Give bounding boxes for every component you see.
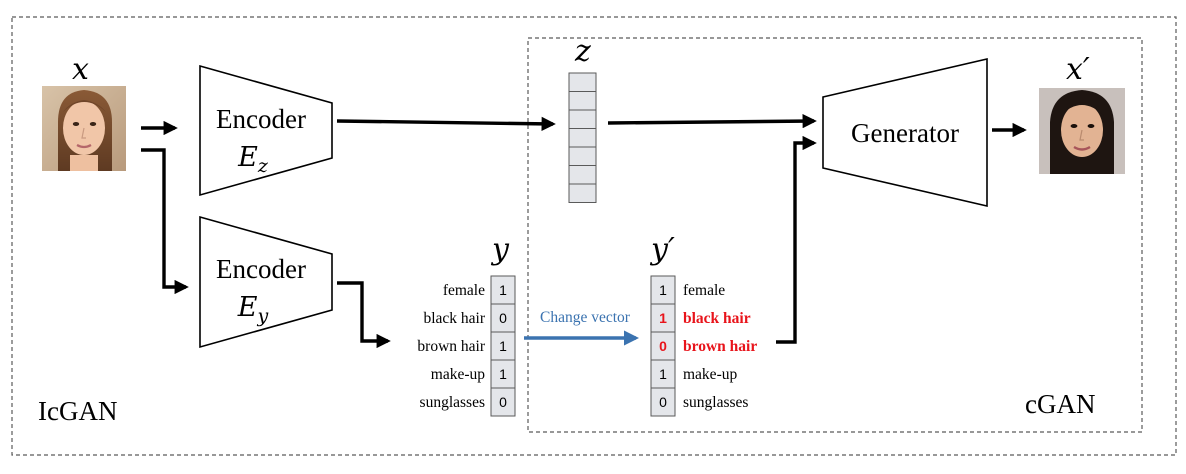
y-attribute-label: brown hair <box>417 338 485 355</box>
y-attribute-cell <box>490 359 516 389</box>
arrow-z-to-generator <box>607 113 817 129</box>
icgan-frame <box>11 16 1177 456</box>
encoder-z-title: Encoder <box>216 104 306 134</box>
arrow-encoder-z-to-z <box>336 116 556 131</box>
y-prime-attribute-value: 0 <box>659 394 667 410</box>
y-prime-attribute-cell <box>650 387 676 417</box>
y-attribute-value: 1 <box>499 338 507 354</box>
cgan-label: cGAN <box>1025 389 1095 419</box>
y-prime-attribute-label: sunglasses <box>683 394 748 411</box>
y-prime-attribute-cell <box>650 275 676 305</box>
z-vector-cell <box>568 165 597 185</box>
z-vector-cell <box>568 183 597 203</box>
output-face-photo <box>1039 88 1125 174</box>
y-attribute-value: 0 <box>499 394 507 410</box>
arrow-y-prime-to-generator <box>776 135 817 344</box>
y-attribute-value: 0 <box>499 310 507 326</box>
y-attribute-cell <box>490 331 516 361</box>
encoder-y-block: Encoder Ey <box>199 215 333 349</box>
arrow-x-to-encoder-y <box>141 148 189 295</box>
encoder-y-var: Ey <box>237 292 269 327</box>
y-attribute-label: make-up <box>431 366 485 383</box>
input-face-photo <box>42 86 126 171</box>
change-vector-label: Change vector <box>540 309 631 326</box>
generator-title: Generator <box>851 118 959 148</box>
y-prime-attribute-label: black hair <box>683 310 751 327</box>
z-vector-cell <box>568 128 597 148</box>
y-attribute-cell <box>490 387 516 417</box>
y-prime-attribute-label: make-up <box>683 366 737 383</box>
y-prime-attribute-label: brown hair <box>683 338 757 355</box>
arrow-encoder-y-to-y <box>337 281 391 349</box>
y-prime-attribute-value: 0 <box>659 338 667 354</box>
encoder-y-title: Encoder <box>216 254 306 284</box>
z-vector-cell <box>568 72 597 92</box>
y-prime-attribute-value: 1 <box>659 310 667 326</box>
x-prime-symbol: x′ <box>1066 52 1090 87</box>
z-vector-cell <box>568 109 597 129</box>
y-attribute-value: 1 <box>499 282 507 298</box>
z-vector-cell <box>568 146 597 166</box>
y-prime-attribute-label: female <box>683 282 725 299</box>
y-attribute-value: 1 <box>499 366 507 382</box>
z-vector-cell <box>568 91 597 111</box>
y-attribute-label: sunglasses <box>420 394 485 411</box>
y-symbol: y <box>490 232 510 267</box>
icgan-label: IcGAN <box>38 396 117 426</box>
encoder-z-block: Encoder Ez <box>199 64 333 197</box>
generator-block: Generator <box>822 57 988 208</box>
y-attribute-label: female <box>443 282 485 299</box>
y-attribute-cell <box>490 303 516 333</box>
z-symbol: z <box>574 34 591 69</box>
y-attribute-vector: 1 female 0 black hair 1 brown hair 1 make-up 0 su… <box>417 275 516 417</box>
y-prime-symbol: y′ <box>649 232 675 267</box>
y-attribute-label: black hair <box>423 310 485 327</box>
y-prime-attribute-vector: 1 female 1 black hair 0 brown hair 1 make-up 0 su… <box>650 275 757 417</box>
encoder-z-var: Ez <box>237 142 269 177</box>
z-vector <box>568 72 597 203</box>
x-symbol: x <box>72 52 89 87</box>
y-prime-attribute-value: 1 <box>659 366 667 382</box>
y-prime-attribute-value: 1 <box>659 282 667 298</box>
